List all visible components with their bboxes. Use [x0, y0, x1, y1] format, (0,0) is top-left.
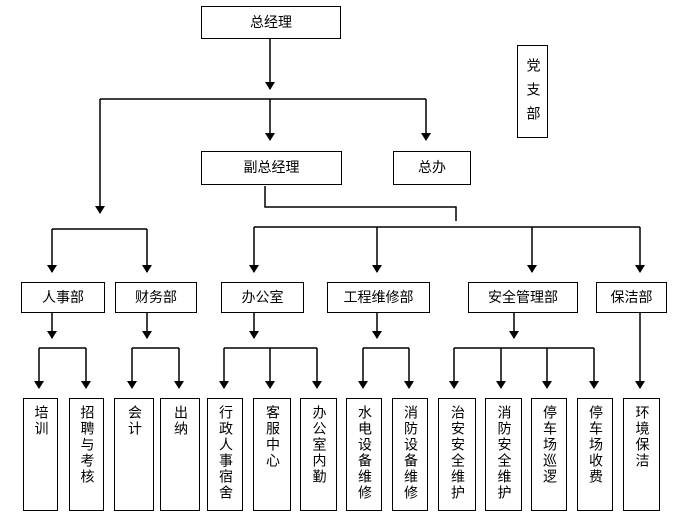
recruit-box: 招聘与考核 [69, 398, 104, 511]
parking-patrol-box: 停车场巡逻 [531, 398, 567, 511]
cleaning-dept-label: 保洁部 [610, 289, 653, 306]
parking-fees-label: 停车场收费 [587, 405, 603, 485]
utilities-label: 水电设备维修 [356, 405, 372, 501]
office-dept-label: 办公室 [241, 289, 284, 306]
environment-box: 环境保洁 [623, 398, 660, 511]
environment-label: 环境保洁 [633, 405, 650, 469]
accounting-box: 会计 [114, 398, 154, 511]
training-label: 培训 [32, 405, 49, 437]
service-label: 客服中心 [264, 405, 280, 469]
gm-office-box: 总办 [393, 151, 471, 185]
recruit-label: 招聘与考核 [78, 405, 95, 485]
office-dept-box: 办公室 [221, 282, 304, 313]
parking-patrol-label: 停车场巡逻 [541, 405, 557, 485]
general-manager-label: 总经理 [250, 14, 292, 31]
accounting-label: 会计 [126, 405, 142, 437]
hr-dept-box: 人事部 [21, 282, 105, 313]
gm-office-label: 总办 [418, 160, 446, 176]
party-branch-label: 党支部 [524, 58, 541, 130]
fire-safety-label: 消防安全维护 [495, 405, 512, 501]
service-box: 客服中心 [253, 398, 291, 511]
cashier-label: 出纳 [172, 405, 188, 437]
public-safety-box: 治安安全维护 [438, 398, 476, 511]
hr-dept-label: 人事部 [42, 289, 84, 306]
security-dept-box: 安全管理部 [468, 282, 578, 313]
deputy-gm-box: 副总经理 [201, 151, 342, 185]
office-internal-label: 办公室内勤 [310, 405, 327, 485]
fire-safety-box: 消防安全维护 [485, 398, 522, 511]
finance-dept-box: 财务部 [115, 282, 197, 313]
utilities-box: 水电设备维修 [346, 398, 382, 511]
public-safety-label: 治安安全维护 [449, 405, 465, 501]
admin-box: 行政人事宿舍 [207, 398, 243, 511]
security-dept-label: 安全管理部 [488, 289, 558, 306]
fire-equipment-label: 消防设备维修 [402, 405, 418, 501]
cleaning-dept-box: 保洁部 [596, 282, 667, 313]
deputy-gm-line [264, 186, 457, 221]
engineering-dept-label: 工程维修部 [343, 289, 414, 306]
general-manager-box: 总经理 [201, 6, 341, 39]
party-branch-box: 党支部 [517, 45, 548, 138]
engineering-dept-box: 工程维修部 [327, 282, 430, 313]
parking-fees-box: 停车场收费 [577, 398, 613, 511]
office-internal-box: 办公室内勤 [300, 398, 337, 511]
finance-dept-label: 财务部 [135, 289, 177, 306]
fire-equipment-box: 消防设备维修 [392, 398, 428, 511]
cashier-box: 出纳 [160, 398, 200, 511]
deputy-gm-label: 副总经理 [243, 160, 300, 176]
training-box: 培训 [23, 398, 58, 511]
admin-label: 行政人事宿舍 [217, 405, 233, 501]
